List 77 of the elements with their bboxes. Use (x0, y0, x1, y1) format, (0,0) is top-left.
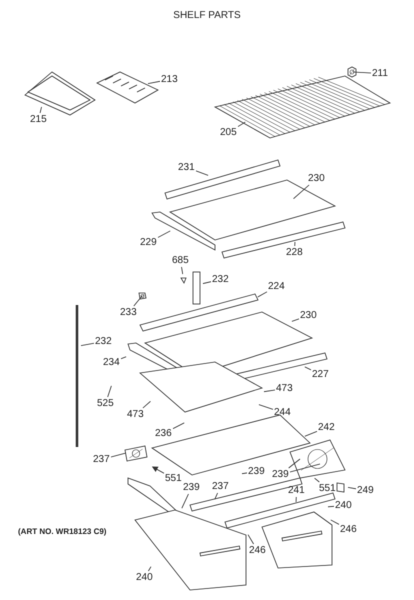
leader-line (152, 466, 164, 474)
leader-line (330, 520, 340, 525)
callout-number: 239 (248, 466, 265, 477)
callout-number: 230 (308, 173, 325, 184)
callout-number: 229 (140, 237, 157, 248)
callout-number: 228 (286, 247, 303, 258)
callout-number: 525 (97, 398, 114, 409)
leader-line (142, 400, 151, 408)
leader-line (148, 566, 152, 572)
diagram-title: SHELF PARTS (172, 10, 242, 21)
callout-number: 231 (178, 162, 195, 173)
callout-number: 551 (319, 483, 336, 494)
callout-number: 234 (103, 357, 120, 368)
leader-line (120, 356, 127, 360)
callout-number: 227 (312, 369, 329, 380)
callout-number: 224 (268, 281, 285, 292)
leader-line (238, 122, 246, 127)
leader-line (314, 478, 320, 482)
callout-number: 205 (220, 127, 237, 138)
art-number-note: (ART NO. WR18123 C9) (18, 527, 106, 536)
leader-line (196, 170, 209, 176)
callout-number: 473 (127, 409, 144, 420)
leader-line (107, 386, 112, 398)
leader-line (288, 458, 300, 468)
leader-line (133, 296, 142, 306)
callout-number: 241 (288, 485, 305, 496)
leader-line (290, 464, 320, 472)
leader-line (328, 506, 334, 508)
callout-number: 240 (136, 572, 153, 583)
leader-line (352, 72, 372, 74)
leader-line (40, 106, 42, 114)
callout-number: 473 (276, 383, 293, 394)
knob-drawing (348, 66, 356, 78)
nut-drawing (138, 292, 146, 300)
callout-number: 213 (161, 74, 178, 85)
callout-number: 232 (212, 274, 229, 285)
leader-line (257, 291, 268, 298)
leader-line (172, 422, 185, 430)
leader-line (158, 230, 171, 238)
leader-line (291, 318, 300, 322)
callout-number: 236 (155, 428, 172, 439)
leader-line (248, 534, 254, 544)
leader-line (293, 184, 310, 200)
callout-number: 246 (249, 545, 266, 556)
callout-number: 211 (372, 68, 388, 79)
leader-line (181, 494, 189, 509)
slide-rail-drawing (289, 440, 346, 478)
callout-number: 232 (95, 336, 112, 347)
leader-line (110, 452, 126, 458)
leader-line (202, 281, 212, 284)
callout-number: 237 (212, 481, 229, 492)
leader-line (294, 242, 296, 246)
callout-number: 242 (318, 422, 335, 433)
callout-number: 215 (30, 114, 47, 125)
leader-line (181, 266, 184, 274)
leader-line (296, 496, 297, 502)
leader-line (242, 472, 248, 474)
leader-line (80, 342, 94, 346)
callout-number: 244 (274, 407, 291, 418)
callout-number: 239 (183, 482, 200, 493)
leader-line (214, 492, 218, 500)
leader-line (148, 80, 160, 84)
leader-line (348, 486, 356, 490)
callout-number: 237 (93, 454, 110, 465)
leader-line (258, 404, 274, 410)
leader-line (304, 366, 312, 370)
callout-number: 239 (272, 469, 289, 480)
callout-number: 233 (120, 307, 137, 318)
callout-number: 249 (357, 485, 374, 496)
callout-number: 685 (172, 255, 189, 266)
callout-number: 230 (300, 310, 317, 321)
leader-line (304, 430, 318, 437)
callout-number: 246 (340, 524, 357, 535)
callout-number: 551 (165, 473, 182, 484)
bracket-drawing (124, 446, 148, 462)
callout-number: 240 (335, 500, 352, 511)
leader-line (264, 390, 276, 392)
